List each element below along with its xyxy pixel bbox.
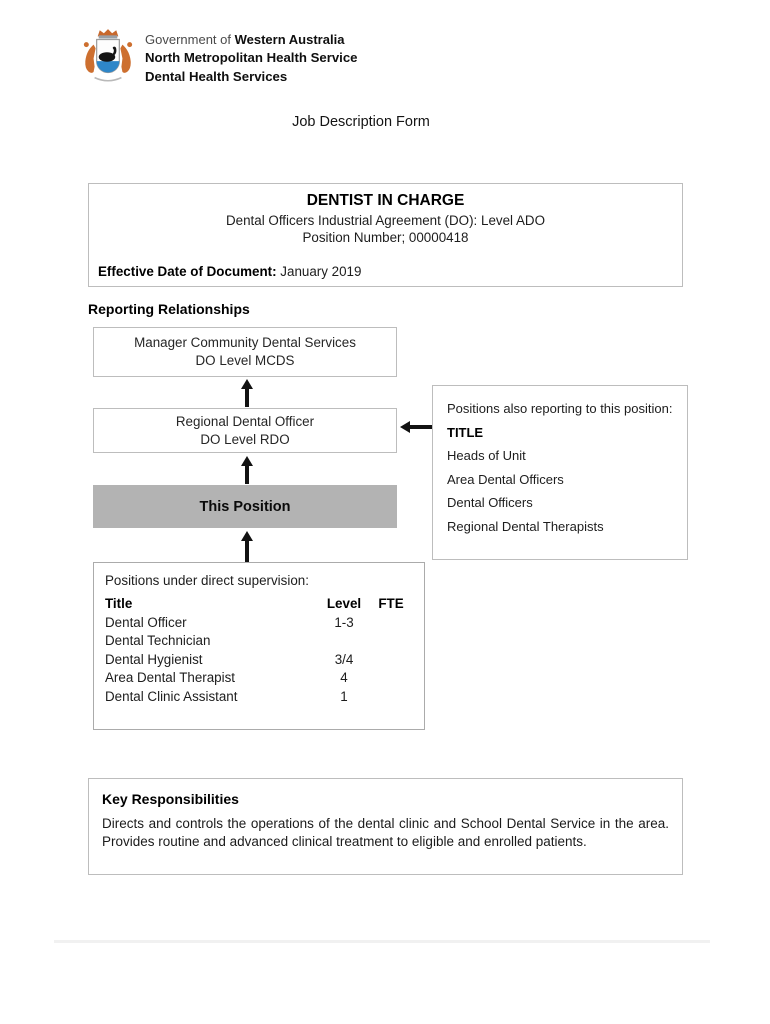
also-reporting-item: Regional Dental Therapists xyxy=(447,518,604,534)
table-row: Dental Technician xyxy=(105,633,211,648)
supervision-box: Positions under direct supervision: Titl… xyxy=(93,562,425,730)
division-line: Dental Health Services xyxy=(145,69,288,84)
position-number: Position Number; 00000418 xyxy=(302,230,469,245)
regional-officer-box: Regional Dental Officer DO Level RDO xyxy=(93,408,397,453)
arrow-up-icon xyxy=(241,531,253,541)
regional-box-line1: Regional Dental Officer xyxy=(175,413,315,429)
form-title: Job Description Form xyxy=(292,114,430,130)
also-reporting-item: Dental Officers xyxy=(447,495,533,510)
health-service-line: North Metropolitan Health Service xyxy=(145,49,358,65)
arrow-up-stem xyxy=(245,540,249,562)
arrow-left-icon xyxy=(400,421,410,433)
supervision-table-header: Title Level FTE xyxy=(105,595,424,614)
position-title: DENTIST IN CHARGE xyxy=(306,192,465,209)
manager-box-line1: Manager Community Dental Services xyxy=(134,335,356,350)
regional-box-line2: DO Level RDO xyxy=(200,431,290,447)
page-divider xyxy=(54,940,710,943)
manager-box-line2: DO Level MCDS xyxy=(195,353,295,368)
also-reporting-heading: Positions also reporting to this positio… xyxy=(447,401,673,416)
also-reporting-title-label: TITLE xyxy=(447,424,484,440)
also-reporting-item: Area Dental Officers xyxy=(447,471,564,487)
column-title: Title xyxy=(105,596,133,611)
table-row: Dental Officer 1-3 xyxy=(105,614,354,630)
wa-coat-of-arms-logo xyxy=(83,29,133,82)
arrow-left-stem xyxy=(409,425,432,429)
column-level: Level xyxy=(326,596,362,611)
position-summary-box: DENTIST IN CHARGE Dental Officers Indust… xyxy=(88,183,683,287)
also-reporting-box: Positions also reporting to this positio… xyxy=(432,385,688,560)
also-reporting-item: Heads of Unit xyxy=(447,448,526,463)
industrial-agreement: Dental Officers Industrial Agreement (DO… xyxy=(225,212,546,228)
manager-box: Manager Community Dental Services DO Lev… xyxy=(93,327,397,377)
effective-date: Effective Date of Document: January 2019 xyxy=(98,264,362,279)
arrow-up-stem xyxy=(245,465,249,484)
table-row: Dental Clinic Assistant 1 xyxy=(105,688,348,704)
government-line: Government of Western Australia xyxy=(145,32,345,47)
table-row: Area Dental Therapist 4 xyxy=(105,670,348,685)
arrow-up-icon xyxy=(241,379,253,389)
supervision-heading: Positions under direct supervision: xyxy=(105,573,309,588)
arrow-up-stem xyxy=(245,388,249,407)
this-position-box: This Position xyxy=(93,485,397,528)
key-responsibilities-text: Directs and controls the operations of t… xyxy=(102,816,669,849)
masthead-text: Government of Western Australia North Me… xyxy=(145,31,358,86)
reporting-relationships-heading: Reporting Relationships xyxy=(88,301,250,317)
arrow-up-icon xyxy=(241,456,253,466)
key-responsibilities-heading: Key Responsibilities xyxy=(102,791,239,807)
table-row: Dental Hygienist 3/4 xyxy=(105,651,354,667)
key-responsibilities-box: Key Responsibilities Directs and control… xyxy=(88,778,683,875)
column-fte: FTE xyxy=(378,596,404,611)
state-name: Western Australia xyxy=(234,32,345,47)
